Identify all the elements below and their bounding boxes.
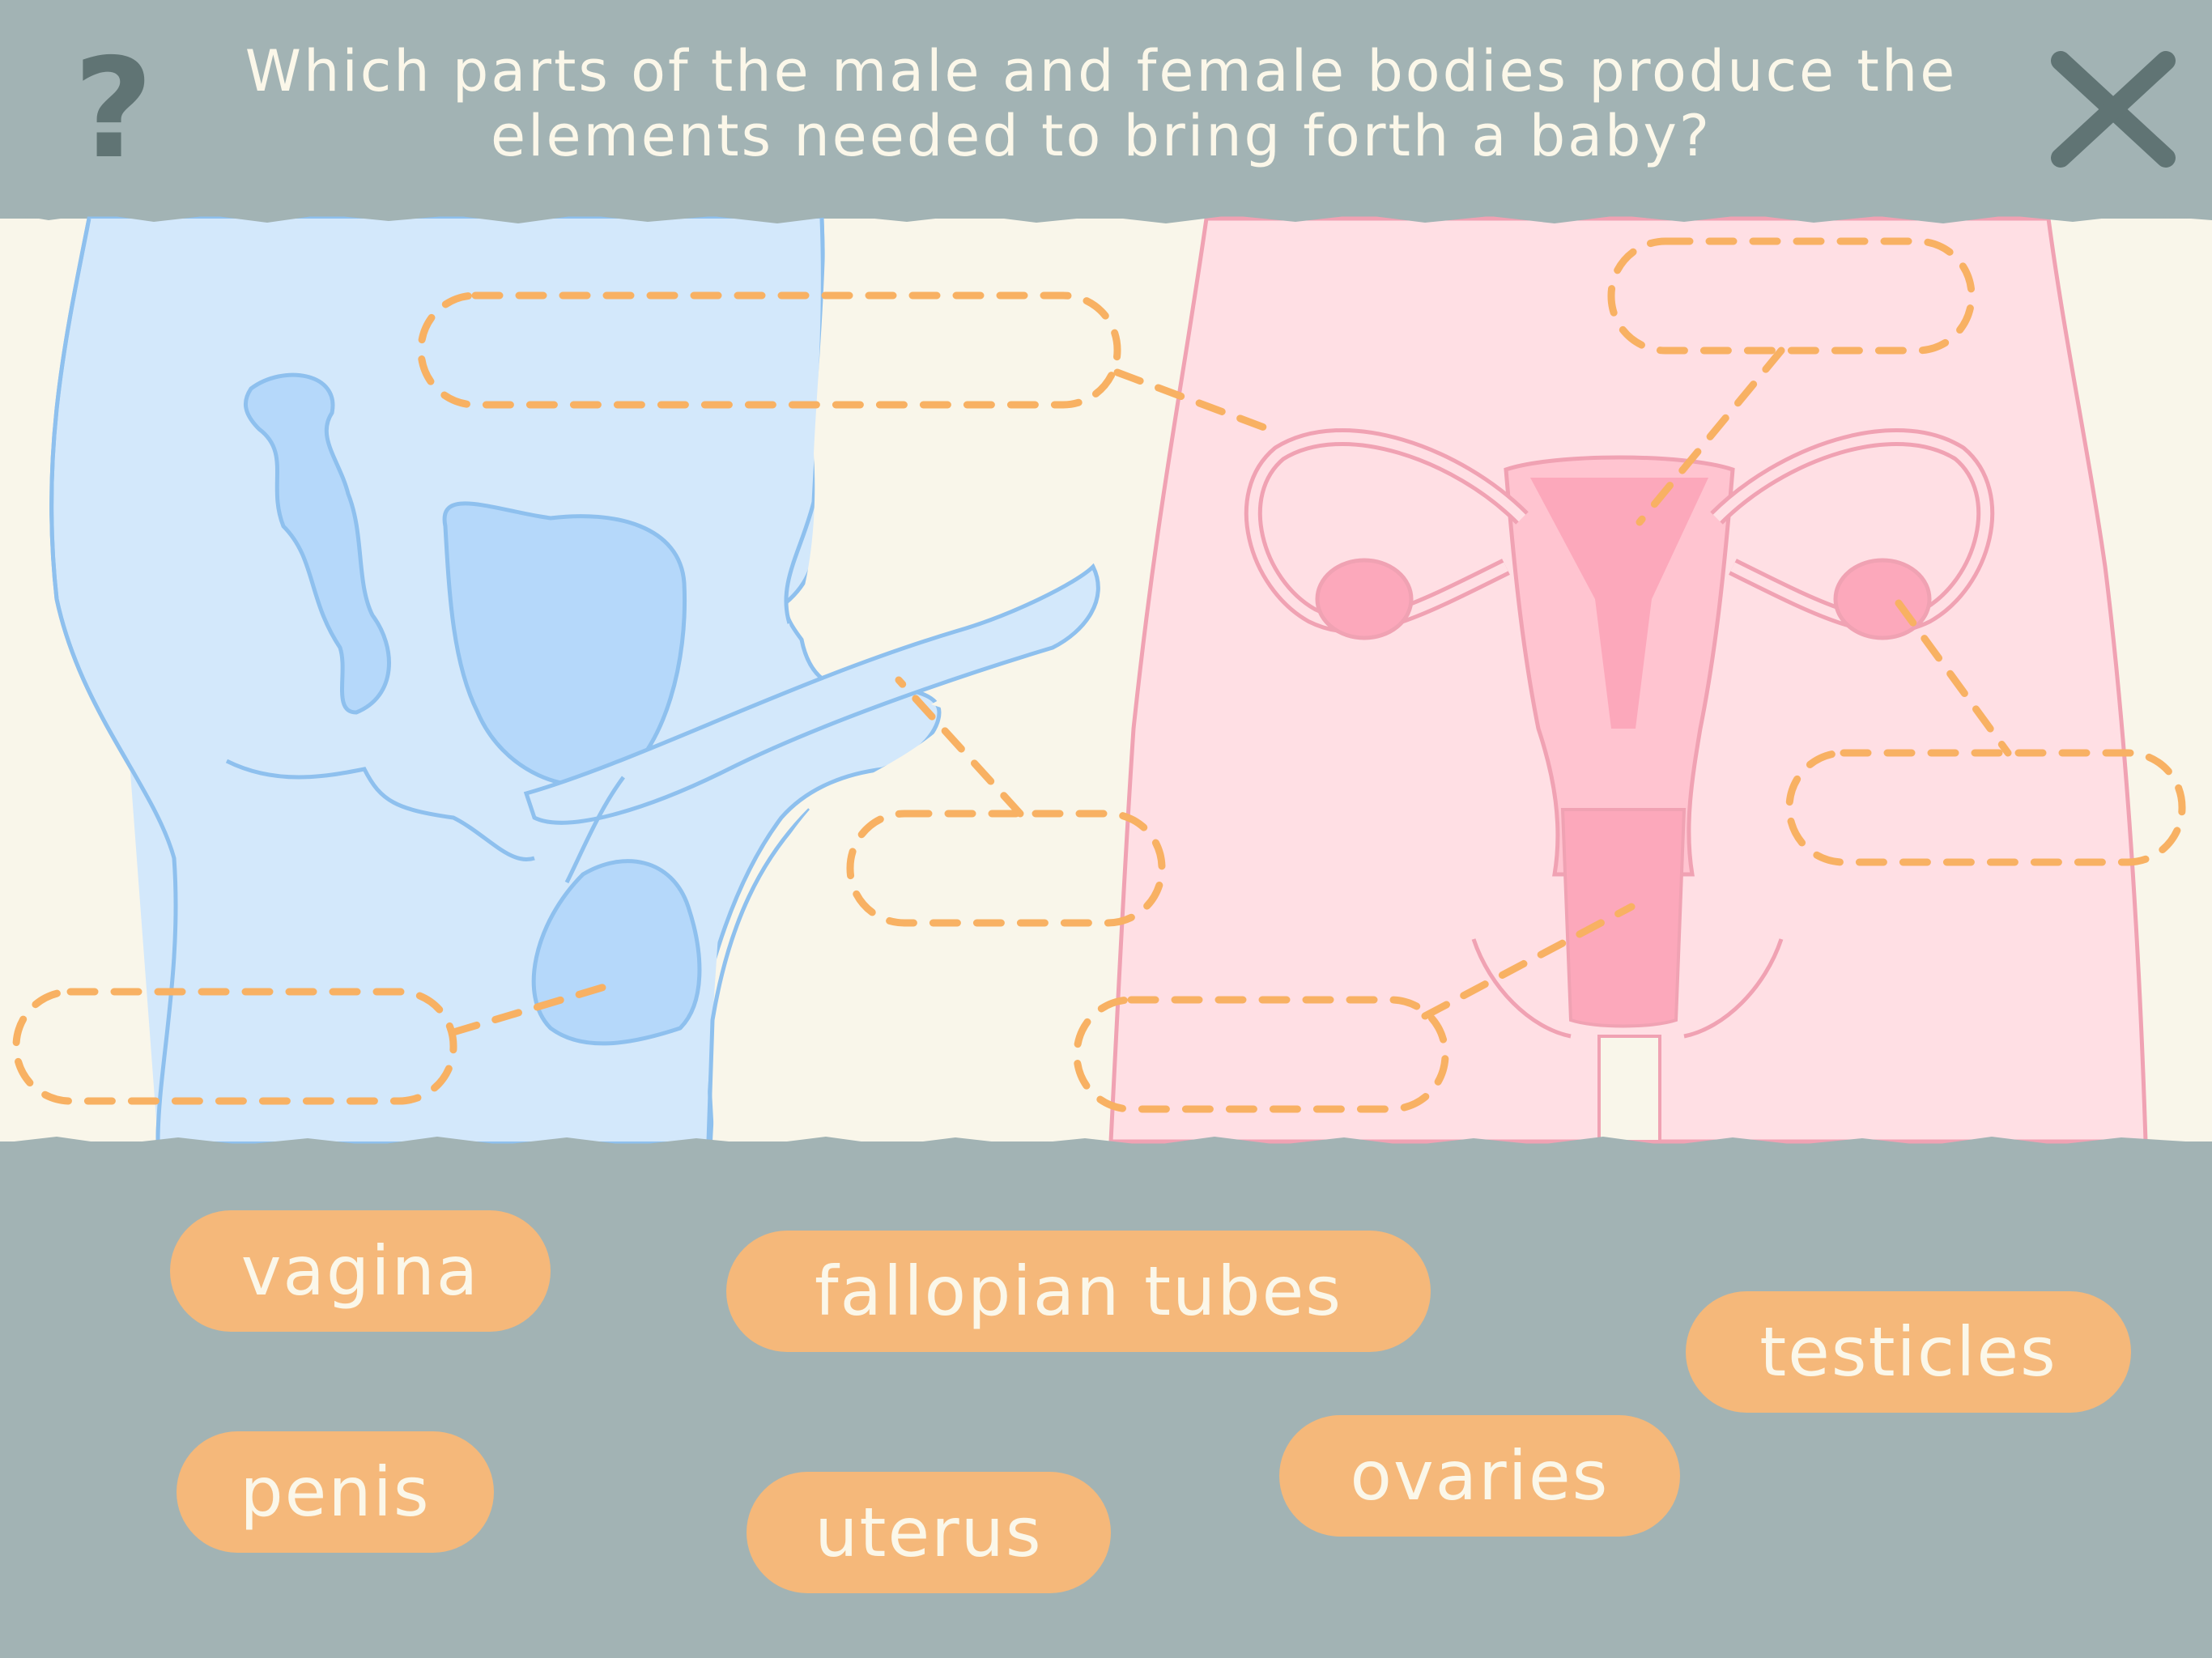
drop-zone-male-middle[interactable] — [846, 810, 1166, 927]
scrotum — [531, 859, 702, 1046]
question-mark-icon: ? — [73, 29, 154, 189]
drop-zone-vagina[interactable] — [1073, 996, 1449, 1113]
uterine-cavity — [1530, 478, 1708, 729]
connector-line-ovaries — [1895, 599, 2012, 757]
answer-fallopian-tubes[interactable]: fallopian tubes — [726, 1231, 1431, 1352]
answer-uterus[interactable]: uterus — [747, 1472, 1111, 1593]
connector-line-penis — [1113, 368, 1283, 437]
gap-between-bodies — [713, 219, 1190, 1141]
bottom-torn-edge — [0, 1137, 2212, 1658]
answer-penis[interactable]: penis — [177, 1431, 494, 1553]
bladder-prostate — [442, 501, 687, 788]
drop-zone-penis[interactable] — [417, 291, 1121, 409]
answer-vagina[interactable]: vagina — [170, 1210, 551, 1332]
female-leg-gap — [1597, 1035, 1661, 1143]
vas-deferens — [564, 776, 626, 884]
drop-zone-uterus[interactable] — [1607, 237, 1976, 355]
perineum-line — [225, 759, 535, 861]
connector-line-testicles — [449, 980, 619, 1036]
vulva-outline — [1471, 938, 1784, 1039]
answer-ovaries[interactable]: ovaries — [1279, 1415, 1680, 1537]
connector-line-uterus — [1636, 346, 1785, 526]
penis-shaft — [523, 563, 1100, 825]
answer-testicles[interactable]: testicles — [1686, 1291, 2131, 1413]
help-button[interactable]: ? — [57, 28, 170, 190]
connector-line-male-middle — [895, 676, 1024, 818]
left-ovary — [1315, 558, 1414, 640]
close-x-icon — [2051, 51, 2176, 168]
top-torn-edge — [0, 0, 2212, 223]
rectum — [243, 372, 391, 715]
vagina-canal — [1560, 808, 1687, 1028]
connector-line-vagina — [1421, 903, 1636, 1020]
drop-zone-ovaries[interactable] — [1785, 749, 2186, 866]
male-back-outline — [49, 218, 178, 1142]
question-text: Which parts of the male and female bodie… — [245, 38, 1958, 169]
close-button[interactable] — [2040, 36, 2186, 182]
drop-zone-testicles[interactable] — [12, 988, 457, 1105]
male-thigh-outline — [706, 808, 811, 1142]
